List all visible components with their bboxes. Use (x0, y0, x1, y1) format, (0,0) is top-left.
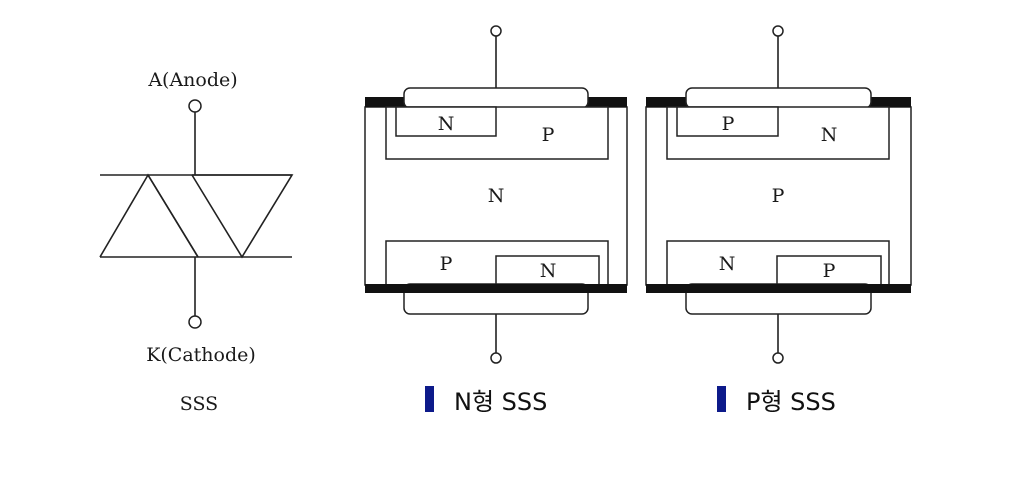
cathode-terminal (188, 315, 202, 329)
n-type-caption: N형 SSS (454, 388, 547, 416)
symbol-diagonal (147, 174, 199, 258)
p-type-bottom-contact-bar (646, 284, 911, 293)
p-type-caption-marker (717, 386, 726, 412)
n-type-caption-marker (425, 386, 434, 412)
anode-label: A(Anode) (147, 69, 237, 91)
symbol-caption: SSS (180, 393, 218, 415)
p-type-top-left-label: P (722, 113, 735, 135)
n-type-top-left-label: N (438, 113, 455, 135)
p-type-top-electrode (685, 87, 872, 109)
n-type-bottom-terminal (490, 352, 502, 364)
n-type-top-inner-region (395, 106, 497, 137)
p-type-top-inner-region (676, 106, 779, 137)
n-type-top-right-label: P (542, 124, 555, 146)
n-type-bottom-right-label: N (540, 260, 557, 282)
p-type-bottom-terminal (772, 352, 784, 364)
p-type-top-terminal (772, 25, 784, 37)
anode-terminal (188, 99, 202, 113)
n-type-bottom-left-label: P (440, 253, 453, 275)
p-type-bottom-inner-region (776, 255, 882, 286)
symbol-right-triangle (191, 174, 294, 259)
sss-symbol: A(Anode) K(Cathode) SSS (99, 69, 294, 415)
p-type-top-right-label: N (821, 124, 838, 146)
p-type-structure: P N P N P P형 SSS (645, 25, 912, 416)
n-type-bottom-inner-region (495, 255, 600, 286)
cathode-label: K(Cathode) (146, 344, 256, 366)
p-type-bottom-right-label: P (823, 260, 836, 282)
n-type-top-electrode (403, 87, 589, 109)
n-type-structure: N P N P N N형 SSS (364, 25, 628, 416)
n-type-bottom-contact-bar (365, 284, 627, 293)
n-type-middle-label: N (488, 185, 505, 207)
p-type-bottom-left-label: N (719, 253, 736, 275)
n-type-top-terminal (490, 25, 502, 37)
p-type-caption: P형 SSS (746, 388, 836, 416)
symbol-left-triangle (99, 173, 199, 258)
p-type-middle-label: P (772, 185, 785, 207)
